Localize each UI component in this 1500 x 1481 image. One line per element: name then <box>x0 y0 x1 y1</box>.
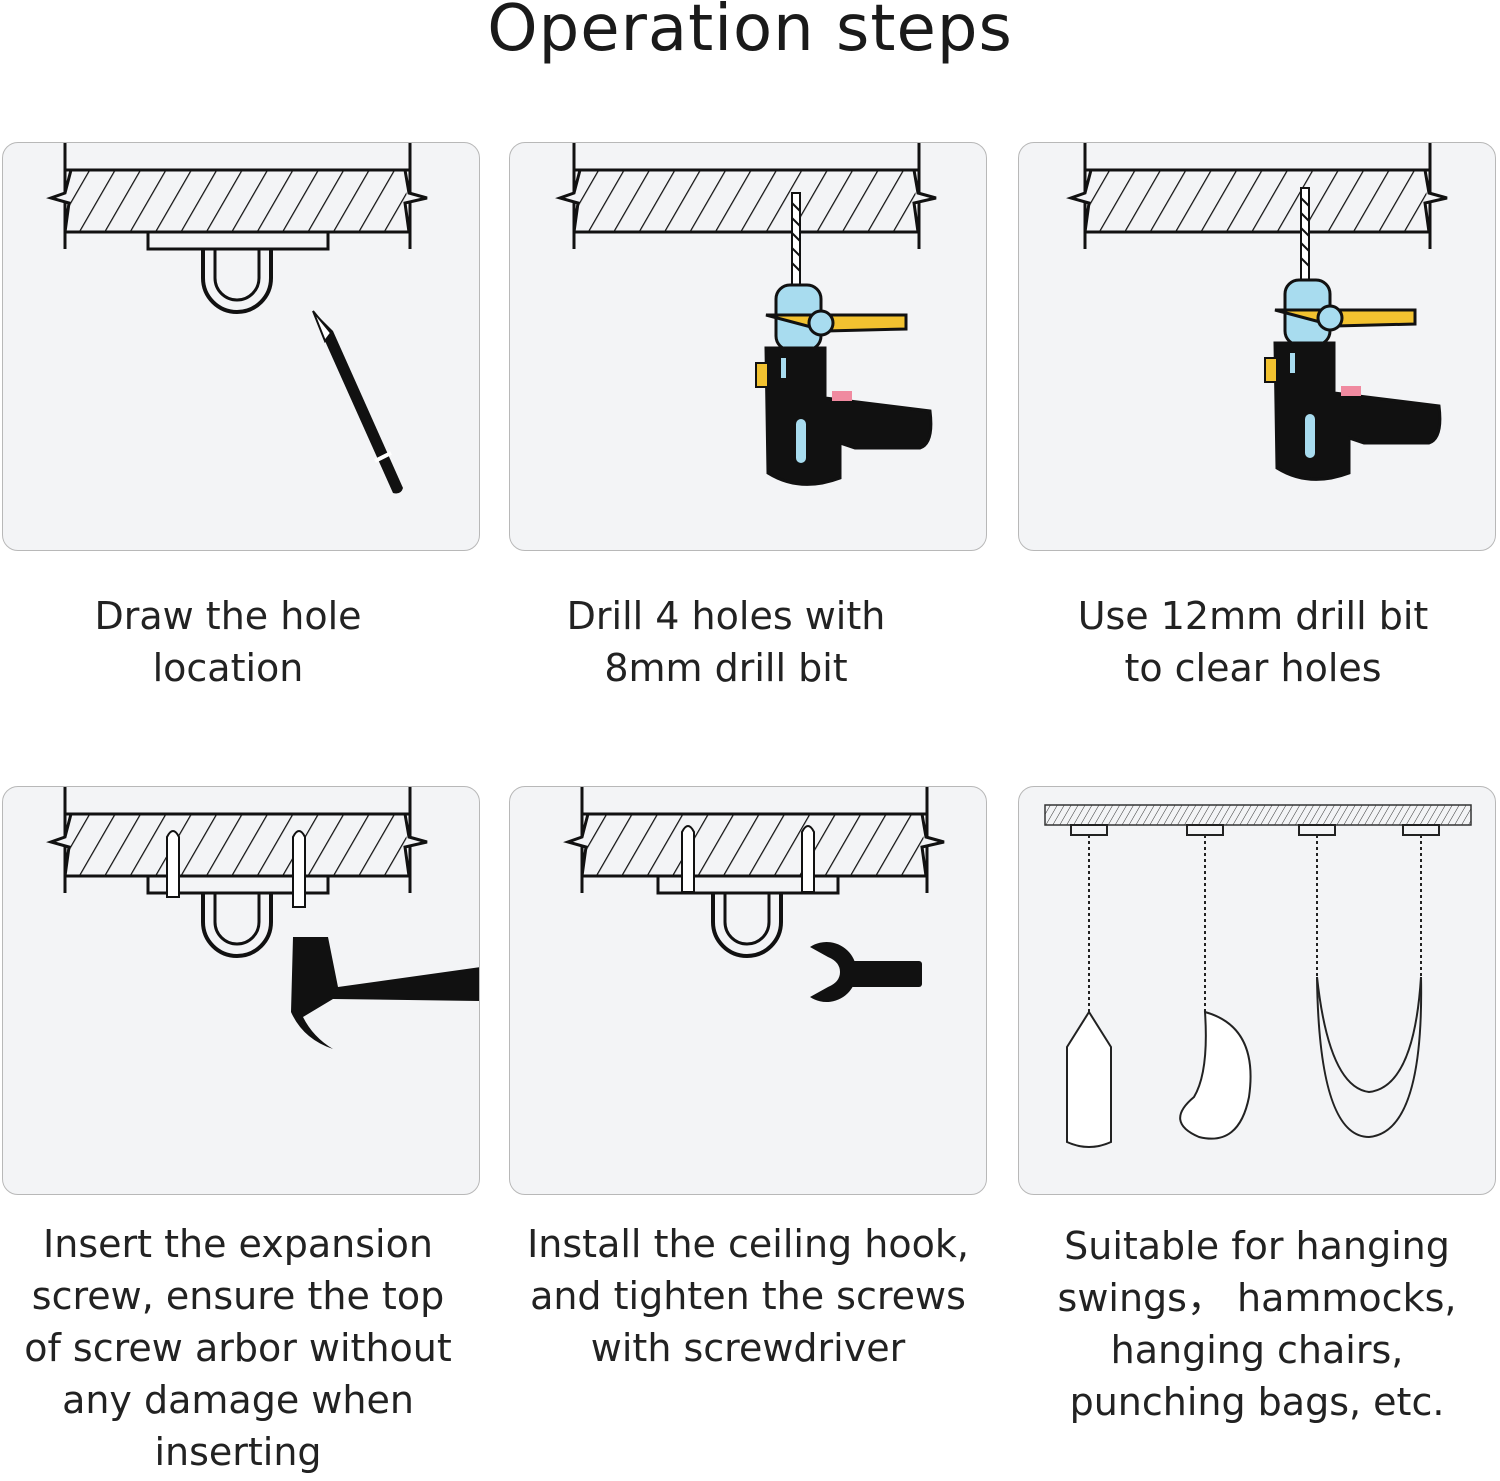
caption-line: location <box>152 646 304 690</box>
caption-line: and tighten the screws <box>530 1274 966 1318</box>
step-4-caption: Insert the expansion screw, ensure the t… <box>0 1218 488 1478</box>
expansion-screw-icon <box>166 830 306 908</box>
caption-line: Drill 4 holes with <box>566 594 886 638</box>
step-3-illustration <box>1018 142 1496 551</box>
caption-line: Draw the hole <box>94 594 362 638</box>
step-2-illustration <box>509 142 987 551</box>
hammer-icon <box>291 937 479 1049</box>
caption-line: 8mm drill bit <box>604 646 848 690</box>
step-5-illustration <box>509 786 987 1195</box>
caption-line: Insert the expansion <box>43 1222 433 1266</box>
caption-line: swings， hammocks, <box>1057 1276 1457 1320</box>
caption-line: any damage when <box>62 1378 414 1422</box>
step-1-illustration <box>2 142 480 551</box>
caption-line: Use 12mm drill bit <box>1077 594 1429 638</box>
caption-line: inserting <box>154 1430 322 1474</box>
step-4-illustration <box>2 786 480 1195</box>
pencil-icon <box>312 310 403 494</box>
drill-icon <box>754 191 933 486</box>
caption-line: Suitable for hanging <box>1064 1224 1450 1268</box>
caption-line: hanging chairs, <box>1110 1328 1404 1372</box>
step-6-caption: Suitable for hanging swings， hammocks, h… <box>1007 1220 1500 1428</box>
step-3-caption: Use 12mm drill bit to clear holes <box>1003 590 1500 694</box>
step-1-caption: Draw the hole location <box>0 590 478 694</box>
caption-line: Install the ceiling hook, <box>527 1222 969 1266</box>
caption-line: of screw arbor without <box>24 1326 452 1370</box>
caption-line: to clear holes <box>1124 646 1382 690</box>
page-title: Operation steps <box>487 0 1013 66</box>
punching-bag-icon <box>1066 824 1112 1148</box>
caption-line: punching bags, etc. <box>1069 1380 1445 1424</box>
hammock-swing-icon <box>1298 824 1440 1139</box>
caption-line: screw, ensure the top <box>31 1274 445 1318</box>
wrench-icon <box>810 942 922 1002</box>
caption-line: with screwdriver <box>590 1326 906 1370</box>
swing-chair-icon <box>1179 824 1252 1140</box>
step-2-caption: Drill 4 holes with 8mm drill bit <box>476 590 976 694</box>
step-5-caption: Install the ceiling hook, and tighten th… <box>498 1218 998 1374</box>
step-6-illustration <box>1018 786 1496 1195</box>
